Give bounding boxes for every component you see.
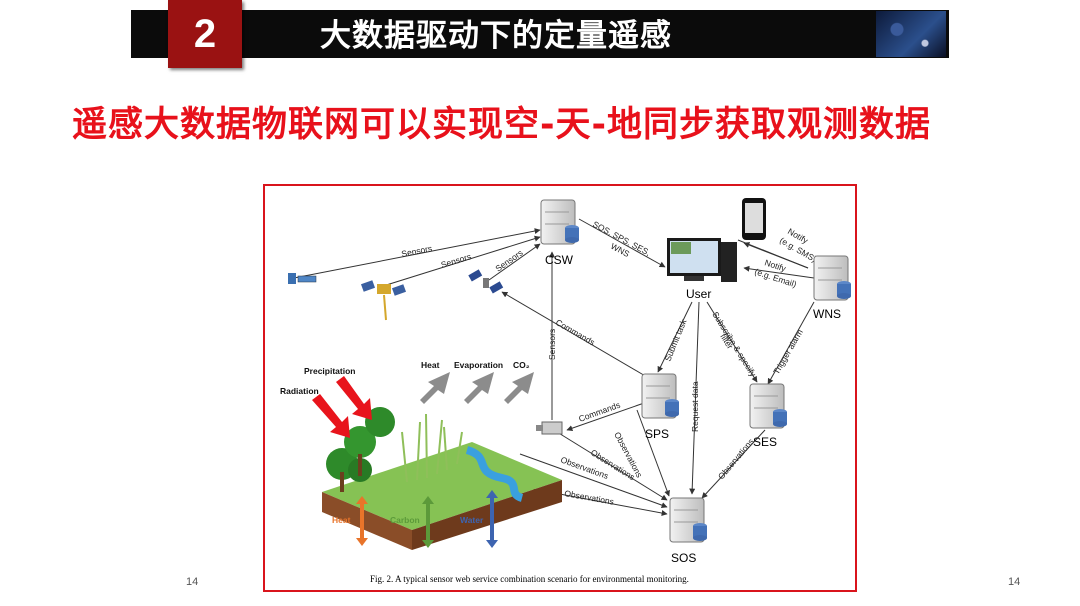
scene-label-heat-soil: Heat [332,515,351,525]
camera-sensor-icon [536,421,563,435]
scene-label-radiation: Radiation [280,386,319,396]
figure-caption: Fig. 2. A typical sensor web service com… [370,574,689,584]
edge-label-sensors-3: Sensors [493,248,524,274]
edge-label-sensors-2: Sensors [440,251,473,270]
node-label-wns: WNS [813,307,841,321]
scene-label-water-soil: Water [460,515,484,525]
edge-label-observations-2: Observations [716,436,756,481]
scene-label-carbon-soil: Carbon [390,515,420,525]
edge-label-request-data: Request data [690,381,700,432]
space-satellite-image [876,11,946,57]
satellite-icon [468,269,504,294]
node-label-sps: SPS [645,427,669,441]
scene-label-heat-top: Heat [421,360,440,370]
ses-server-icon [749,383,787,429]
slide-title: 大数据驱动下的定量遥感 [320,18,672,54]
figure-frame: Sensors Sensors Sensors SOS, SPS, SES, W… [263,184,857,592]
phone-icon [742,198,766,240]
user-computer-icon [667,238,737,282]
node-label-ses: SES [753,435,777,449]
page-number-left: 14 [186,576,199,588]
page-number-right: 14 [1008,576,1021,588]
node-label-user: User [686,287,711,301]
satellite-icon [288,273,317,284]
slide-subtitle: 遥感大数据物联网可以实现空-天-地同步获取观测数据 [72,105,932,145]
sensor-web-diagram: Sensors Sensors Sensors SOS, SPS, SES, W… [280,198,851,584]
satellite-icon [360,280,407,321]
edge-label-sensors-vertical: Sensors [547,329,557,360]
ground-scene [312,372,562,550]
section-number: 2 [168,0,242,68]
edge-label-trigger-alarm: Trigger alarm [771,327,805,376]
sps-server-icon [641,373,679,419]
edge-label-observations-5: Observations [564,488,615,507]
edge-label-commands-1: Commands [554,317,597,347]
node-label-csw: CSW [545,253,574,267]
csw-server-icon [540,199,579,245]
scene-label-evaporation: Evaporation [454,360,503,370]
wns-server-icon [813,255,851,301]
edge-label-commands-2: Commands [577,400,621,424]
edge-label-sensors-1: Sensors [400,243,433,259]
title-bar [131,10,949,58]
edge-label-submit-task: Submit task [663,317,689,363]
scene-label-precipitation: Precipitation [304,366,355,376]
scene-label-co2: CO₂ [513,360,530,370]
node-label-sos: SOS [671,551,696,565]
sos-server-icon [669,497,707,543]
connections [293,218,815,516]
